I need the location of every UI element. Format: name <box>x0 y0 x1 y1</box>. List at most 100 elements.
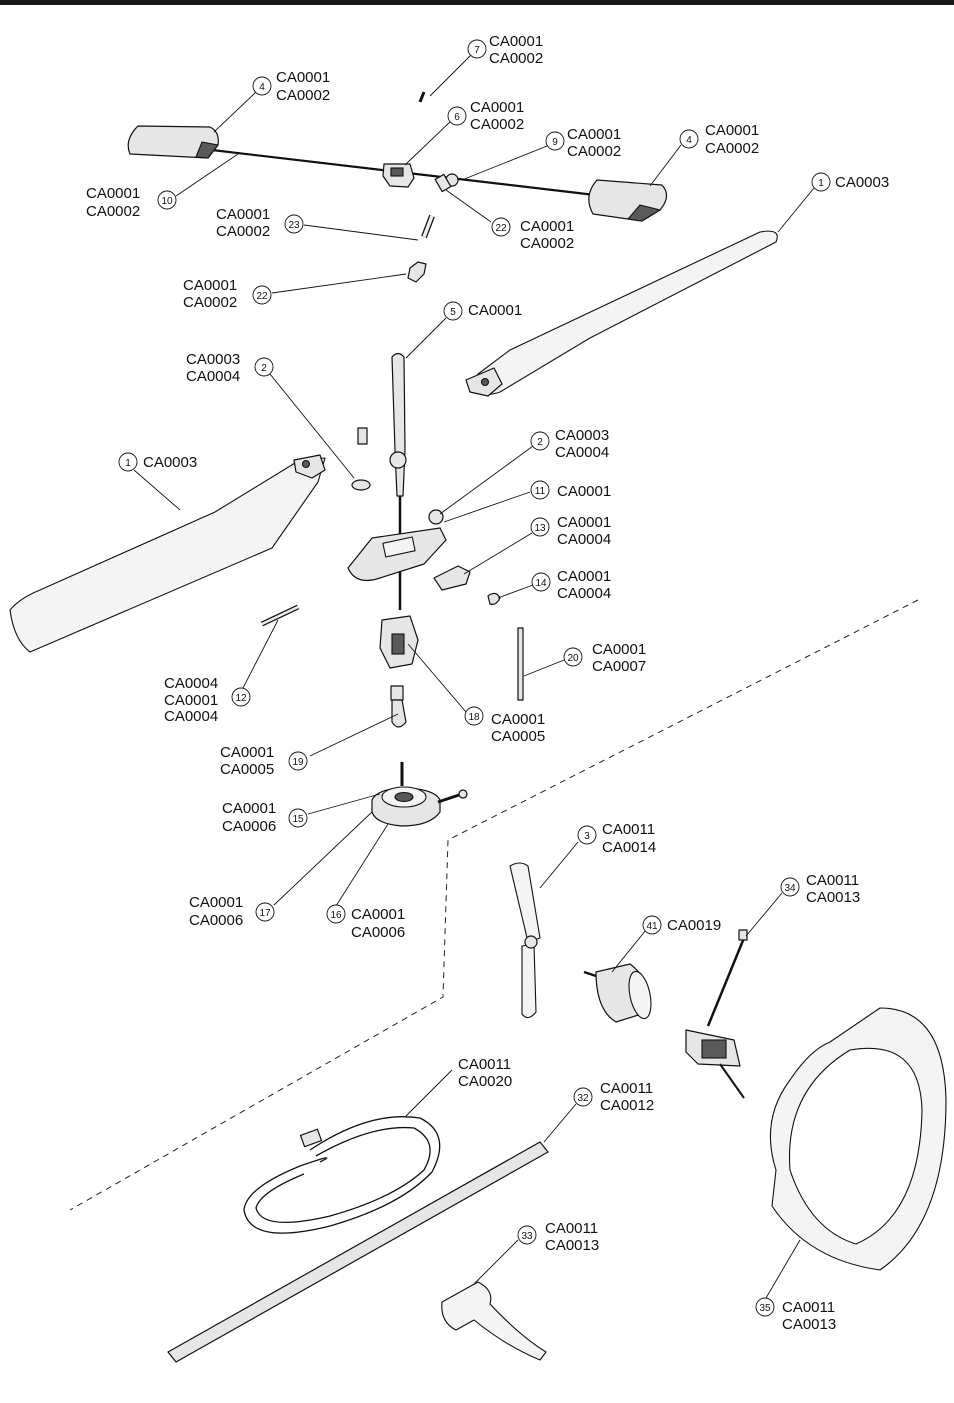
svg-text:12: 12 <box>235 693 247 704</box>
swashplate-ball <box>458 789 468 799</box>
svg-text:CA0002: CA0002 <box>86 203 140 220</box>
svg-text:CA0001: CA0001 <box>216 206 270 223</box>
leader-5 <box>405 317 447 359</box>
svg-text:CA0004: CA0004 <box>164 675 218 692</box>
leader-33 <box>473 1239 519 1285</box>
callout-16: 16 CA0001 CA0006 <box>326 904 405 941</box>
svg-text:5: 5 <box>450 307 456 318</box>
svg-text:CA0002: CA0002 <box>276 87 330 104</box>
leader-wire <box>405 1069 453 1117</box>
seesaw-link-part <box>433 565 471 591</box>
leader-2b <box>439 445 534 515</box>
svg-text:20: 20 <box>567 653 579 664</box>
svg-text:CA0006: CA0006 <box>222 818 276 835</box>
leader-7 <box>429 53 473 97</box>
leader-10 <box>175 153 239 197</box>
svg-text:CA0003: CA0003 <box>835 174 889 191</box>
svg-text:CA0011: CA0011 <box>806 872 859 889</box>
callout-33: 33 CA0011 CA0013 <box>517 1220 599 1254</box>
callout-2-left: 2 CA0003 CA0004 <box>186 351 274 385</box>
svg-text:CA0001: CA0001 <box>276 69 330 86</box>
svg-text:14: 14 <box>535 578 547 589</box>
svg-text:CA0002: CA0002 <box>567 143 621 160</box>
link-19-head <box>390 685 404 701</box>
callout-14: 14 CA0001 CA0004 <box>531 568 611 602</box>
svg-text:CA0002: CA0002 <box>489 50 543 67</box>
leader-22a <box>271 273 407 294</box>
pin-12-inner <box>261 605 299 626</box>
callout-15: 15 CA0001 CA0006 <box>222 800 308 835</box>
svg-text:1: 1 <box>125 458 131 469</box>
svg-text:CA0002: CA0002 <box>183 294 237 311</box>
rod-20-part <box>517 627 524 701</box>
svg-text:CA0004: CA0004 <box>555 444 609 461</box>
main-shaft-part <box>391 352 406 497</box>
svg-text:16: 16 <box>330 910 342 921</box>
svg-text:CA0002: CA0002 <box>216 223 270 240</box>
svg-text:CA0001: CA0001 <box>164 692 218 709</box>
svg-text:CA0011: CA0011 <box>782 1299 835 1316</box>
svg-text:CA0002: CA0002 <box>520 235 574 252</box>
svg-text:CA0001: CA0001 <box>351 906 405 923</box>
rotor-head-nut <box>428 509 444 525</box>
leader-17 <box>273 811 373 906</box>
swashplate-arm <box>437 792 463 804</box>
link-19-ring <box>391 699 407 728</box>
svg-text:7: 7 <box>474 45 480 56</box>
leader-4a <box>213 91 257 133</box>
svg-text:CA0013: CA0013 <box>545 1237 599 1254</box>
main-shaft-ball <box>389 451 407 469</box>
ball-link-part <box>407 261 427 283</box>
svg-text:CA0001: CA0001 <box>86 185 140 202</box>
callout-19: 19 CA0001 CA0005 <box>220 744 308 778</box>
leader-4b <box>649 144 682 187</box>
svg-text:CA0002: CA0002 <box>470 116 524 133</box>
leader-20 <box>523 659 565 677</box>
leader-2a <box>269 373 355 479</box>
svg-text:CA0013: CA0013 <box>806 889 860 906</box>
canopy-frame-part <box>769 1007 947 1271</box>
svg-text:CA0001: CA0001 <box>592 641 646 658</box>
flybar-link-arm <box>434 173 452 193</box>
leader-13 <box>463 532 533 575</box>
svg-text:CA0007: CA0007 <box>592 658 646 675</box>
leader-6 <box>404 120 452 166</box>
callout-20: 20 CA0001 CA0007 <box>563 641 646 675</box>
callout-18: 18 CA0001 CA0005 <box>464 706 545 745</box>
callout-12: 12 CA0004 CA0001 CA0004 <box>164 675 251 725</box>
svg-text:CA0001: CA0001 <box>557 568 611 585</box>
callout-41: 41 CA0019 <box>642 915 721 935</box>
svg-text:CA0020: CA0020 <box>458 1073 512 1090</box>
main-blade-left <box>9 457 326 653</box>
rotor-head-slot <box>382 536 416 558</box>
svg-text:CA0001: CA0001 <box>557 483 611 500</box>
callout-2-right: 2 CA0003 CA0004 <box>530 427 609 461</box>
flybar-paddle-left-edge <box>195 141 219 159</box>
tail-motor-shaft <box>583 970 597 978</box>
callout-7: 7 CA0001 CA0002 <box>467 33 543 67</box>
svg-text:CA0019: CA0019 <box>667 917 721 934</box>
tail-support-tip <box>738 929 748 941</box>
leader-1a <box>777 187 815 233</box>
pushrod-part-inner <box>422 215 434 238</box>
callout-5: 5 CA0001 <box>443 301 522 321</box>
svg-text:CA0001: CA0001 <box>520 218 574 235</box>
callout-17: 17 CA0001 CA0006 <box>189 894 275 929</box>
svg-text:18: 18 <box>468 712 480 723</box>
tail-motor-end <box>628 970 652 1020</box>
svg-text:9: 9 <box>552 137 558 148</box>
callout-11: 11 CA0001 <box>530 480 611 500</box>
leader-18 <box>407 643 467 713</box>
svg-text:CA0004: CA0004 <box>186 368 240 385</box>
leader-32 <box>543 1103 577 1143</box>
svg-text:CA0011: CA0011 <box>600 1080 653 1097</box>
clip-part <box>487 592 501 605</box>
callout-35: 35 CA0011 CA0013 <box>755 1297 836 1333</box>
svg-text:17: 17 <box>259 908 271 919</box>
leader-15 <box>307 793 381 815</box>
svg-text:10: 10 <box>161 196 173 207</box>
callout-22-left: 22 CA0001 CA0002 <box>183 277 272 311</box>
callout-34: 34 CA0011 CA0013 <box>780 872 860 906</box>
svg-text:CA0011: CA0011 <box>458 1056 511 1073</box>
wire-harness-part <box>243 1116 441 1234</box>
